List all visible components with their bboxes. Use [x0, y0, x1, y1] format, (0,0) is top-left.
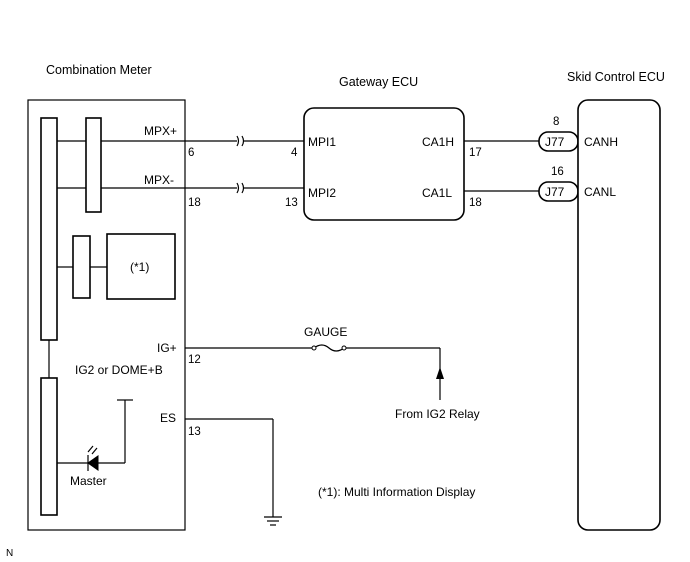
combination-meter-title: Combination Meter	[46, 63, 152, 77]
ig-plus-pin: 12	[188, 354, 201, 366]
mpi1-terminal: MPI1	[308, 135, 336, 149]
mpi2-terminal: MPI2	[308, 186, 336, 200]
mpi1-pin: 4	[291, 147, 298, 159]
wire-mpx-plus	[101, 135, 304, 147]
mpx-plus-pin: 6	[188, 147, 194, 159]
es-pin: 13	[188, 426, 201, 438]
mpx-plus-terminal: MPX+	[144, 124, 177, 138]
power-arrow	[436, 367, 444, 379]
mpx-minus-terminal: MPX-	[144, 173, 174, 187]
skid-control-ecu-title: Skid Control ECU	[567, 70, 665, 84]
mpi2-pin: 13	[285, 197, 298, 209]
fuse-terminal-left	[311, 345, 317, 351]
mpx-minus-pin: 18	[188, 197, 201, 209]
canl-terminal: CANL	[584, 185, 616, 199]
master-label: Master	[70, 474, 107, 488]
connector-j77-canl-label: J77	[545, 185, 565, 199]
ground-es	[185, 418, 282, 526]
ig2-relay-label: From IG2 Relay	[395, 407, 480, 421]
supply-label: IG2 or DOME+B	[75, 363, 163, 377]
canh-pin: 8	[553, 116, 559, 128]
fuse-terminal-right	[341, 345, 347, 351]
ig-plus-terminal: IG+	[157, 341, 177, 355]
corner-mark: N	[6, 548, 13, 559]
meter-warning-block	[40, 377, 58, 516]
connector-j77-canh-label: J77	[545, 135, 565, 149]
ca1h-pin: 17	[469, 147, 482, 159]
ca1l-pin: 18	[469, 197, 482, 209]
wire-ig-plus	[185, 344, 441, 400]
meter-comm-block	[85, 117, 102, 213]
canh-terminal: CANH	[584, 135, 618, 149]
combination-meter: (*1) IG2 or DOME+B Master	[27, 99, 186, 531]
master-indicator-led	[57, 399, 133, 471]
fuse-gauge-label: GAUGE	[304, 325, 347, 339]
gateway-ecu-box	[303, 107, 465, 221]
ca1h-terminal: CA1H	[422, 135, 454, 149]
multi-information-display	[106, 233, 176, 300]
meter-cpu-block	[40, 117, 58, 341]
ca1l-terminal: CA1L	[422, 186, 452, 200]
footnote: (*1): Multi Information Display	[318, 485, 475, 499]
skid-control-ecu-box	[577, 99, 661, 531]
es-terminal: ES	[160, 411, 176, 425]
gateway-ecu-title: Gateway ECU	[339, 75, 418, 89]
wire-mpx-minus	[101, 182, 304, 194]
display-note-label: (*1)	[130, 260, 149, 274]
meter-display-driver	[72, 235, 91, 299]
canl-pin: 16	[551, 166, 564, 178]
